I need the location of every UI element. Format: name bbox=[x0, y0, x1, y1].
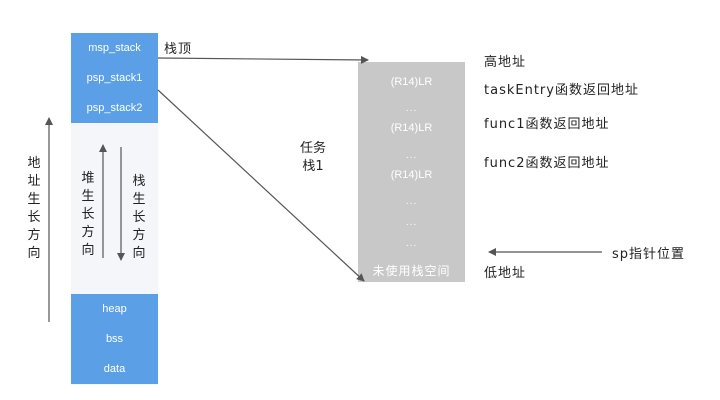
stack-growth-label: 栈生长方向 bbox=[132, 174, 146, 261]
memory-cell-psp-stack2: psp_stack2 bbox=[71, 93, 158, 123]
task-stack-lr-row: (R14)LR bbox=[390, 169, 433, 181]
stack-top-label: 栈顶 bbox=[164, 42, 193, 57]
stack-top-arrow bbox=[157, 55, 369, 64]
heap-growth-label: 堆生长方向 bbox=[81, 171, 95, 258]
memory-cell-psp-stack1: psp_stack1 bbox=[71, 63, 158, 93]
unused-stack-space-label: 未使用栈空间 bbox=[372, 264, 451, 278]
task-stack-ellipsis-row: ... bbox=[405, 217, 418, 228]
task-stack-label: 任务栈1 bbox=[299, 141, 326, 174]
task-stack-lr-row: (R14)LR bbox=[390, 76, 433, 88]
task-stack-ellipsis-row: ... bbox=[405, 196, 418, 207]
memory-cell-heap: heap bbox=[71, 294, 158, 324]
task-stack-ellipsis-row: ... bbox=[405, 238, 418, 249]
annotation-taskentry: taskEntry函数返回地址 bbox=[484, 83, 639, 98]
task-stack-ellipsis-row: ... bbox=[405, 103, 418, 114]
annotation-func1: func1函数返回地址 bbox=[484, 117, 610, 132]
low-address-label: 低地址 bbox=[484, 266, 527, 281]
memory-cell-data: data bbox=[71, 354, 158, 384]
psp-to-sp-arrow bbox=[157, 89, 365, 282]
task-stack-block bbox=[358, 62, 465, 282]
sp-position-label: sp指针位置 bbox=[612, 247, 686, 262]
memory-cell-msp-stack: msp_stack bbox=[71, 33, 158, 63]
address-growth-label: 地址生长方向 bbox=[27, 156, 41, 261]
high-address-label: 高地址 bbox=[484, 55, 527, 70]
memory-cell-bss: bss bbox=[71, 324, 158, 354]
task-stack-ellipsis-row: ... bbox=[405, 150, 418, 161]
annotation-func2: func2函数返回地址 bbox=[484, 156, 610, 171]
task-stack-lr-row: (R14)LR bbox=[390, 122, 433, 134]
